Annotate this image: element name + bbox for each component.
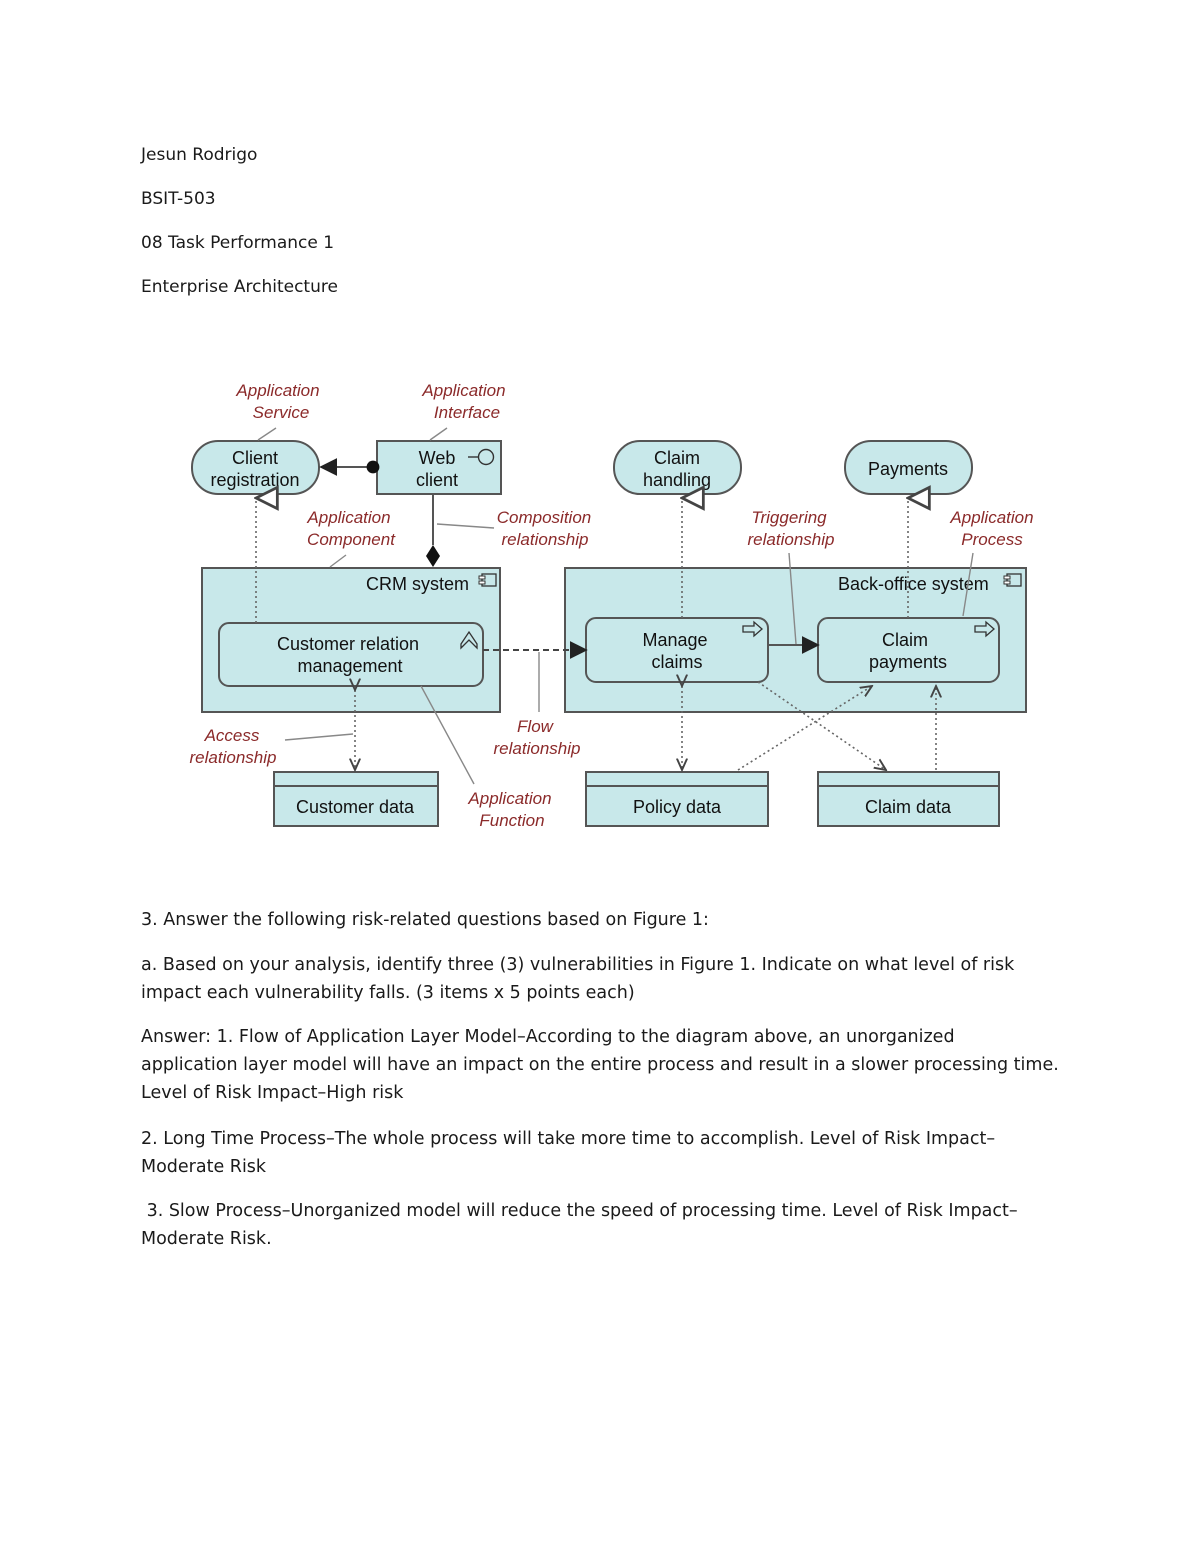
application-function-label: Function bbox=[479, 811, 544, 830]
answer-2-line: 2. Long Time Process–The whole process w… bbox=[141, 1129, 996, 1149]
label-pointer bbox=[962, 552, 974, 617]
triggering-relationship-label: Triggering bbox=[751, 508, 827, 527]
application-service-label: Application bbox=[235, 381, 319, 400]
question-block: 3. Answer the following risk-related que… bbox=[141, 906, 1061, 934]
answer-3-block: 3. Slow Process–Unorganized model will r… bbox=[141, 1197, 1061, 1253]
crm-system-label: CRM system bbox=[366, 574, 469, 594]
policy-data-object bbox=[585, 771, 769, 827]
flow-relationship-label: Flow bbox=[517, 717, 555, 736]
application-process-label: Process bbox=[961, 530, 1023, 549]
task-title: 08 Task Performance 1 bbox=[141, 233, 335, 253]
flow-relationship-label: relationship bbox=[494, 739, 581, 758]
answer-1-line: Answer: 1. Flow of Application Layer Mod… bbox=[141, 1027, 955, 1047]
question-a-block: a. Based on your analysis, identify thre… bbox=[141, 951, 1061, 1007]
manage-claims-text: claims bbox=[651, 652, 702, 672]
answer-3-line: Moderate Risk. bbox=[141, 1229, 272, 1249]
author-name: Jesun Rodrigo bbox=[141, 145, 258, 165]
question-3: 3. Answer the following risk-related que… bbox=[141, 910, 709, 930]
customer-relation-management-function bbox=[218, 622, 484, 687]
web-client-text: client bbox=[416, 470, 458, 490]
answer-1-line: Level of Risk Impact–High risk bbox=[141, 1083, 404, 1103]
label-pointer bbox=[420, 685, 475, 785]
web-client-text: Web bbox=[419, 448, 456, 468]
claim-data-text: Claim data bbox=[865, 797, 952, 817]
section-code: BSIT-503 bbox=[141, 189, 216, 209]
manage-claims-process bbox=[585, 617, 769, 683]
answer-1-block: Answer: 1. Flow of Application Layer Mod… bbox=[141, 1023, 1061, 1107]
access-relationship-label: Access bbox=[204, 726, 260, 745]
answer-2-line: Moderate Risk bbox=[141, 1157, 267, 1177]
claim-payments-text: Claim bbox=[882, 630, 928, 650]
label-pointer bbox=[436, 523, 495, 529]
application-component-label: Component bbox=[307, 530, 396, 549]
process-arrow-icon bbox=[974, 620, 995, 638]
composition-relationship-label: Composition bbox=[497, 508, 592, 527]
label-pointer bbox=[429, 427, 448, 441]
application-interface-label: Application bbox=[421, 381, 505, 400]
architecture-diagram: CRM system Back-office system Client reg… bbox=[190, 381, 1034, 830]
claim-payments-process bbox=[817, 617, 1000, 683]
crm-function-text: Customer relation bbox=[277, 634, 419, 654]
payments-text: Payments bbox=[868, 459, 948, 479]
access-connector bbox=[737, 686, 872, 771]
process-arrow-icon bbox=[742, 620, 763, 638]
web-client-interface bbox=[376, 440, 502, 495]
answer-1-line: application layer model will have an imp… bbox=[141, 1055, 1059, 1075]
customer-data-text: Customer data bbox=[296, 797, 415, 817]
composition-relationship-label: relationship bbox=[502, 530, 589, 549]
client-registration-text: registration bbox=[210, 470, 299, 490]
application-function-label: Application bbox=[467, 789, 551, 808]
component-icon bbox=[478, 573, 497, 587]
access-connector bbox=[757, 681, 886, 770]
answer-2-block: 2. Long Time Process–The whole process w… bbox=[141, 1125, 1061, 1181]
question-a-line: impact each vulnerability falls. (3 item… bbox=[141, 983, 635, 1003]
client-registration-text: Client bbox=[232, 448, 278, 468]
manage-claims-text: Manage bbox=[642, 630, 707, 650]
function-icon bbox=[460, 630, 478, 650]
label-pointer bbox=[788, 552, 797, 645]
triggering-relationship-label: relationship bbox=[748, 530, 835, 549]
claim-handling-text: Claim bbox=[654, 448, 700, 468]
access-relationship-label: relationship bbox=[190, 748, 277, 767]
backoffice-system-label: Back-office system bbox=[838, 574, 989, 594]
application-interface-label: Interface bbox=[434, 403, 500, 422]
claim-data-object bbox=[817, 771, 1000, 827]
claim-handling-service bbox=[613, 440, 742, 495]
application-service-label: Service bbox=[253, 403, 310, 422]
label-pointer bbox=[329, 554, 347, 568]
claim-payments-text: payments bbox=[869, 652, 947, 672]
label-pointer bbox=[284, 733, 354, 741]
claim-handling-text: handling bbox=[643, 470, 711, 490]
component-icon bbox=[1003, 573, 1022, 587]
customer-data-object bbox=[273, 771, 439, 827]
application-process-label: Application bbox=[949, 508, 1033, 527]
answer-3-line: 3. Slow Process–Unorganized model will r… bbox=[141, 1201, 1018, 1221]
crm-function-text: management bbox=[297, 656, 402, 676]
interface-icon bbox=[468, 448, 495, 466]
policy-data-text: Policy data bbox=[633, 797, 722, 817]
subject-title: Enterprise Architecture bbox=[141, 277, 338, 297]
question-a-line: a. Based on your analysis, identify thre… bbox=[141, 955, 1015, 975]
label-pointer bbox=[257, 427, 277, 441]
composition-diamond bbox=[426, 545, 440, 567]
application-component-label: Application bbox=[306, 508, 390, 527]
